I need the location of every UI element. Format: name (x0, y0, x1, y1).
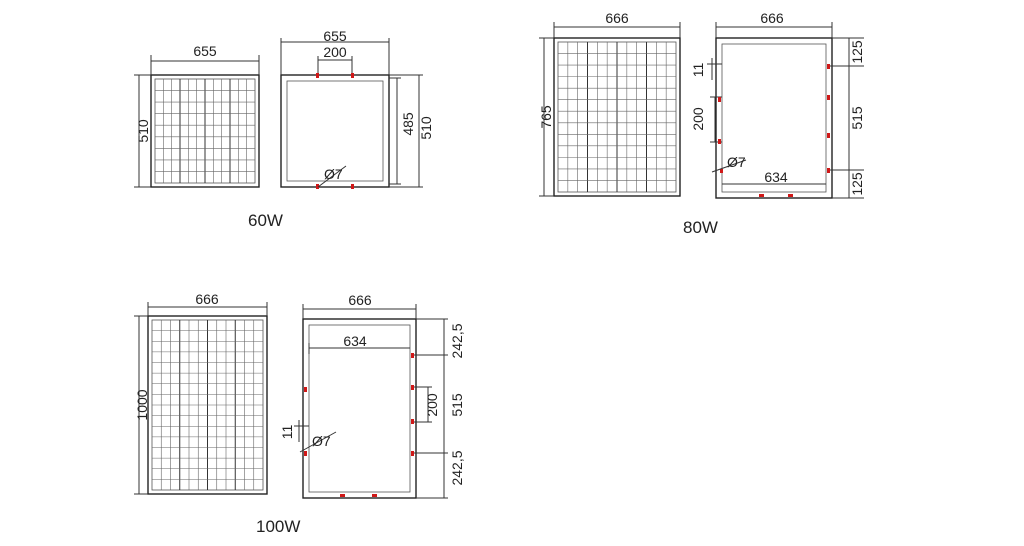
edge-offset-dimension: 11 (279, 425, 295, 440)
width-dimension: 655 (193, 43, 217, 59)
cell-grid-80w (558, 42, 676, 192)
height-dimension: 510 (135, 119, 151, 143)
mounting-hole (304, 387, 307, 392)
mounting-hole (720, 169, 723, 173)
mounting-hole (759, 194, 764, 197)
top-offset-dimension: 125 (849, 40, 865, 64)
panel-caption: 100W (256, 517, 300, 536)
back-width-dimension: 655 (323, 28, 347, 44)
hole-spacing-dimension: 200 (690, 107, 706, 131)
inner-width-dimension: 634 (764, 169, 788, 185)
panel-100w: 666 1000 666 634 11 (134, 291, 465, 536)
mounting-hole (372, 494, 377, 497)
inner-height-dimension: 485 (400, 112, 416, 136)
mounting-hole (351, 184, 354, 189)
back-view-80w: 666 634 11 200 (690, 10, 865, 199)
mounting-hole (788, 194, 793, 197)
front-view-100w: 666 1000 (134, 291, 268, 495)
mounting-hole (827, 133, 830, 138)
panel-80w: 666 765 666 634 11 200 (538, 10, 865, 237)
hole-spacing-dimension: 200 (323, 44, 347, 60)
mounting-hole (718, 139, 721, 144)
height-dimension: 765 (538, 105, 554, 129)
inner-width-dimension: 634 (343, 333, 367, 349)
top-offset-dimension: 242,5 (449, 323, 465, 358)
mounting-hole (411, 353, 414, 358)
mounting-hole (411, 385, 414, 390)
panel-60w: 655 510 655 200 (134, 28, 434, 230)
bottom-offset-dimension: 125 (849, 172, 865, 196)
cell-grid-100w (152, 320, 263, 490)
mounting-hole (411, 451, 414, 456)
back-view-60w: 655 200 485 510 Ø7 (280, 28, 434, 189)
height-dimension: 1000 (134, 389, 150, 420)
mounting-hole (827, 168, 830, 173)
mounting-hole (718, 97, 721, 102)
back-view-100w: 666 634 11 200 (279, 292, 465, 499)
mounting-hole (340, 494, 345, 497)
back-width-dimension: 666 (348, 292, 372, 308)
panel-caption: 60W (248, 211, 283, 230)
edge-offset-dimension: 11 (690, 63, 706, 78)
front-view-80w: 666 765 (538, 10, 681, 197)
middle-dimension: 515 (449, 393, 465, 417)
hole-diameter-label: Ø7 (324, 166, 343, 182)
hole-diameter-label: Ø7 (312, 433, 331, 449)
width-dimension: 666 (605, 10, 629, 26)
cell-grid-60w (155, 79, 255, 183)
back-height-dimension: 510 (418, 116, 434, 140)
hole-diameter-label: Ø7 (727, 154, 746, 170)
hole-spacing-dimension: 200 (424, 393, 440, 417)
mounting-hole (827, 64, 830, 69)
mounting-hole (827, 95, 830, 100)
mounting-hole (411, 419, 414, 424)
mounting-hole (316, 184, 319, 189)
back-width-dimension: 666 (760, 10, 784, 26)
width-dimension: 666 (195, 291, 219, 307)
mounting-hole (351, 73, 354, 78)
bottom-offset-dimension: 242,5 (449, 450, 465, 485)
mounting-hole (316, 73, 319, 78)
panel-caption: 80W (683, 218, 718, 237)
middle-dimension: 515 (849, 106, 865, 130)
front-view-60w: 655 510 (134, 43, 260, 188)
mounting-hole (304, 451, 307, 456)
